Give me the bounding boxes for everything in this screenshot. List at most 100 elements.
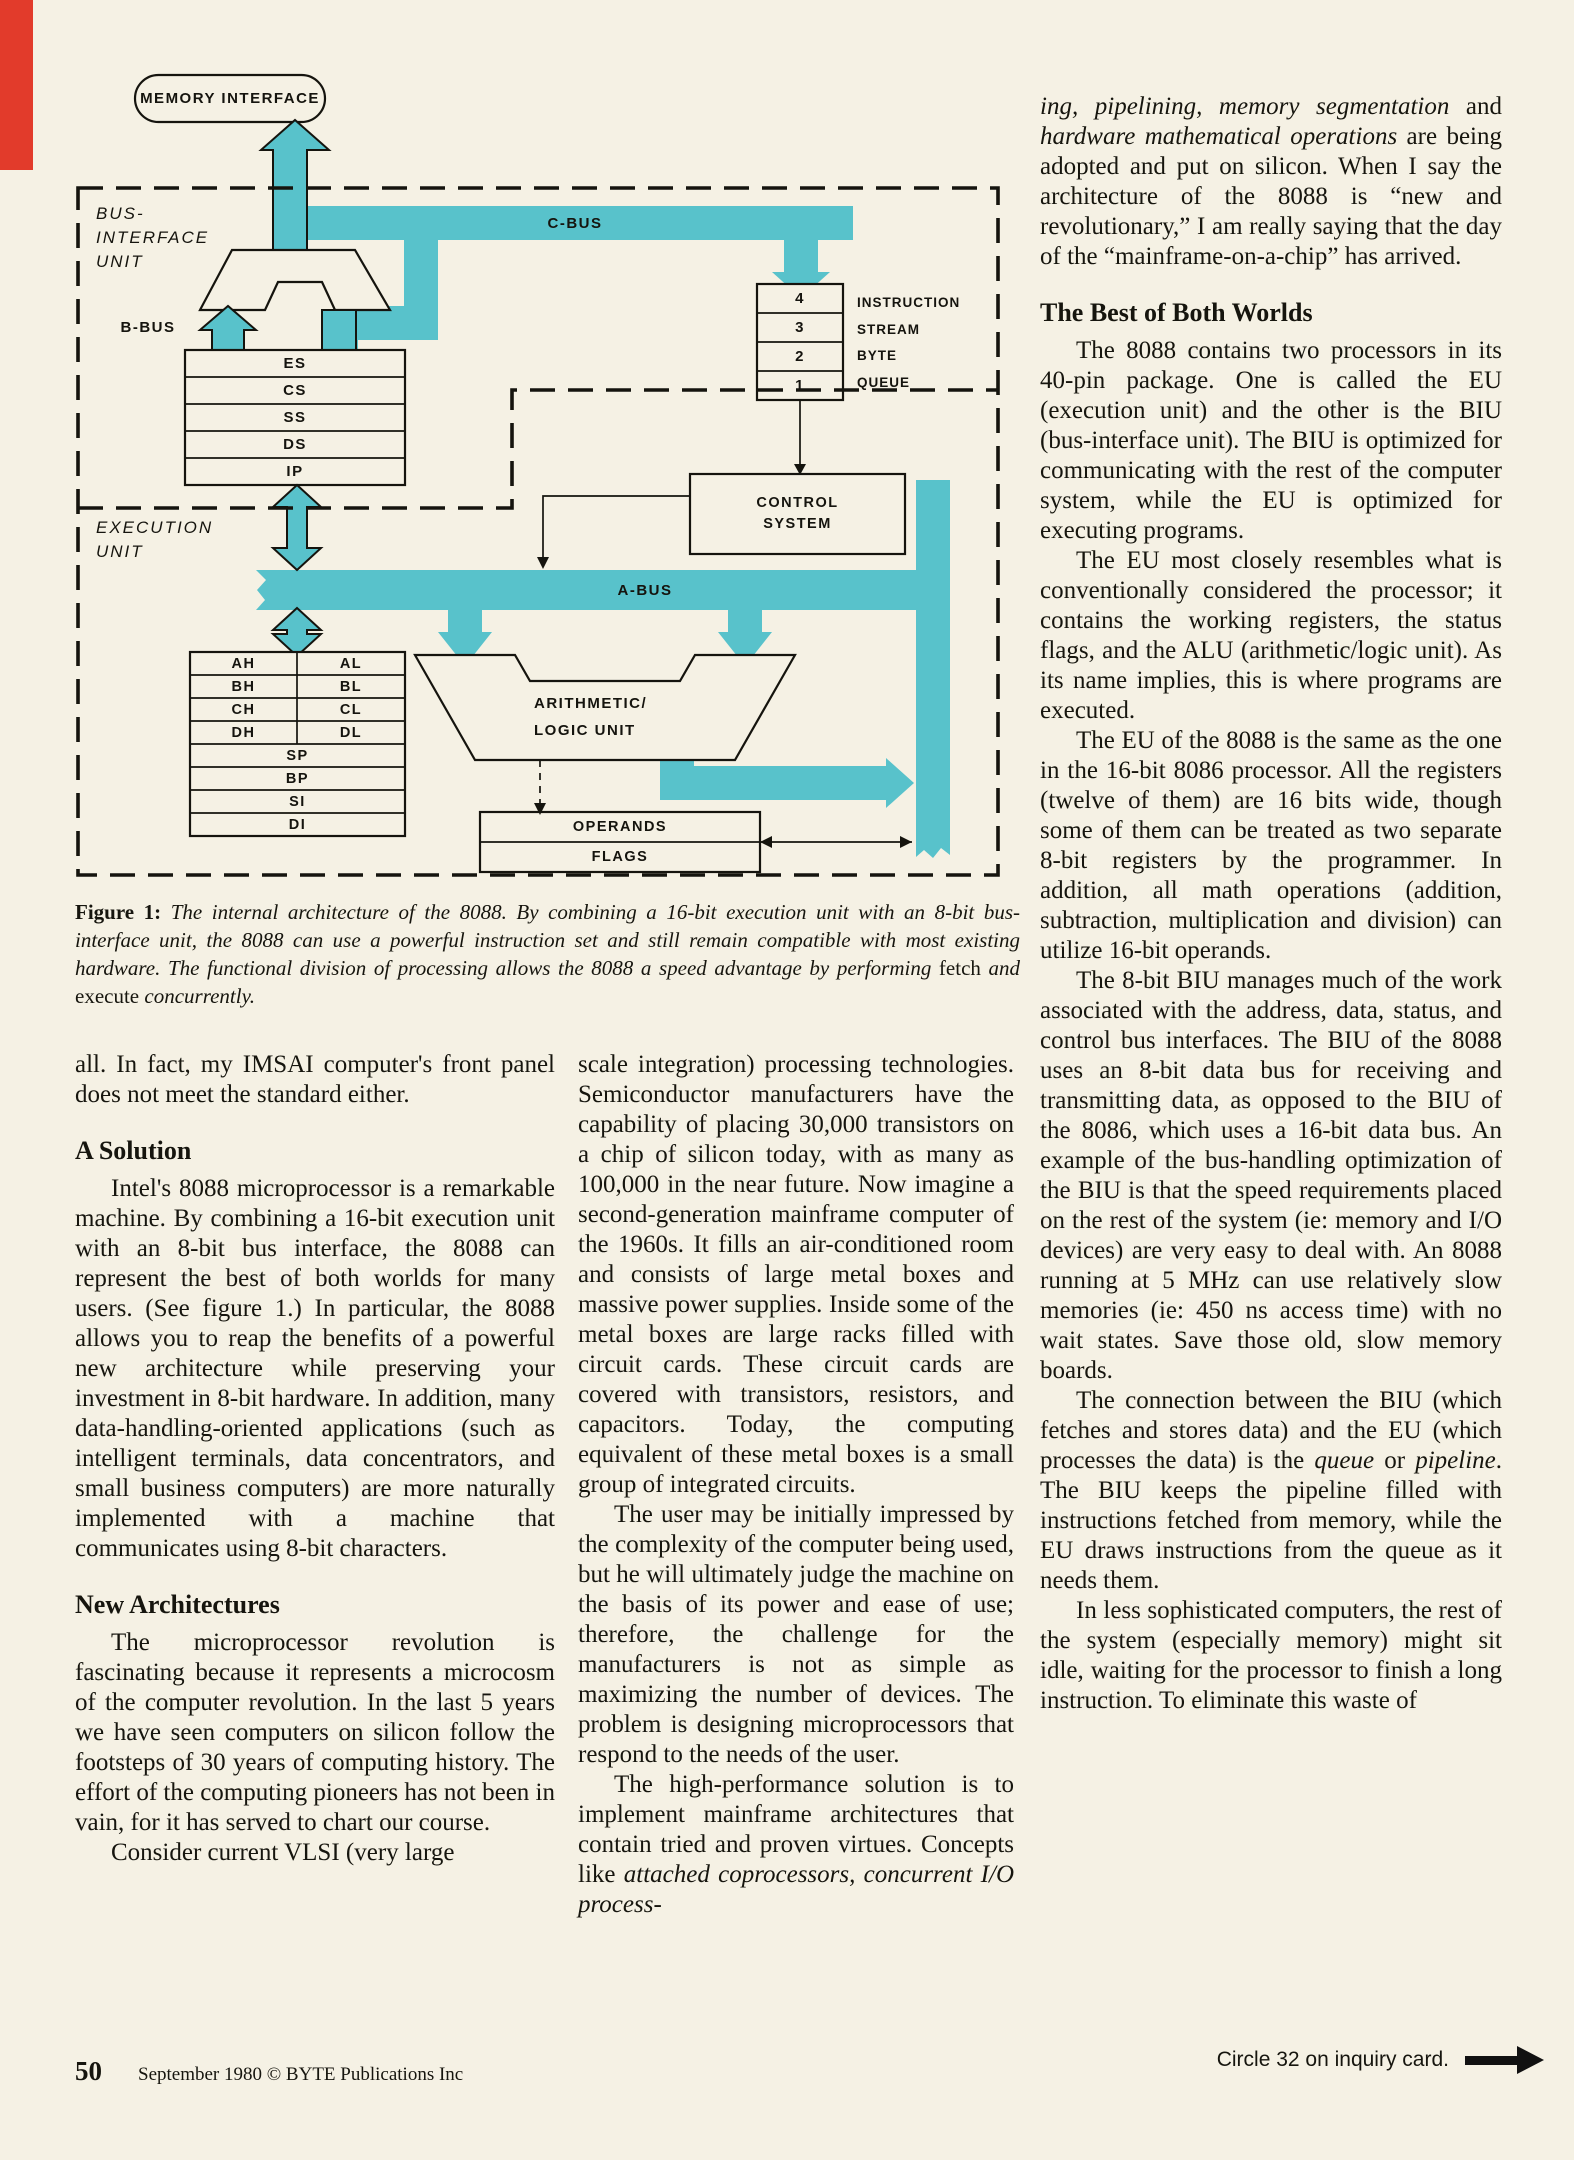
queue-slot: 3	[795, 319, 805, 336]
operands-band-arrow	[760, 836, 912, 848]
text-run: or	[1374, 1447, 1416, 1474]
body-paragraph: In less sophisticated computers, the res…	[1040, 1596, 1502, 1716]
body-paragraph: Intel's 8088 microprocessor is a remarka…	[75, 1174, 555, 1564]
eu-unit-label: EXECUTION UNIT	[96, 516, 296, 564]
issue-credit: September 1980 © BYTE Publications Inc	[138, 2064, 464, 2085]
alu-label-line: LOGIC UNIT	[534, 722, 636, 739]
section-heading: A Solution	[75, 1136, 555, 1166]
flags-label: FLAGS	[591, 849, 649, 865]
memory-interface-box	[133, 73, 327, 124]
eu-register-wide: SI	[289, 793, 306, 810]
biu-label-line: BUS-	[96, 204, 145, 223]
text-run: all. In fact, my IMSAI computer's front …	[75, 1051, 555, 1108]
text-run: are being adopted and put on silicon. Wh…	[1040, 123, 1502, 270]
memory-interface-label: MEMORY INTERFACE	[140, 90, 320, 107]
body-paragraph: scale integration) processing technologi…	[578, 1050, 1014, 1500]
eu-biu-return-band	[916, 480, 950, 858]
section-heading: New Architectures	[75, 1590, 555, 1620]
text-run: . The BIU keeps the pipeline filled with…	[1040, 1447, 1502, 1594]
segment-register: CS	[283, 382, 307, 399]
text-run: and	[980, 956, 1020, 980]
text-column-left: all. In fact, my IMSAI computer's front …	[75, 1050, 555, 1868]
alu-to-operands-arrow	[534, 760, 546, 815]
eu-register-cell: CL	[339, 701, 363, 718]
eu-register-table	[188, 650, 407, 838]
text-run: pipeline	[1415, 1447, 1496, 1474]
queue-side-line: QUEUE	[857, 374, 911, 390]
arrow-shaft	[1465, 2055, 1517, 2065]
b-bus-arrow	[197, 304, 259, 351]
diagram-art	[76, 73, 1000, 877]
control-label-line: CONTROL	[756, 495, 839, 511]
queue-to-control-arrow	[794, 400, 806, 475]
a-bus-band	[256, 570, 950, 610]
eu-register-wide: DI	[288, 816, 307, 833]
section-heading: The Best of Both Worlds	[1040, 298, 1502, 328]
inquiry-card-note: Circle 32 on inquiry card.	[1216, 2048, 1449, 2071]
queue-slot: 2	[795, 348, 805, 365]
biu-label-line: INTERFACE	[96, 228, 210, 247]
alu-shape	[413, 653, 797, 762]
alu-output-band	[660, 758, 914, 808]
segment-register: SS	[283, 409, 307, 426]
control-label-line: SYSTEM	[763, 516, 832, 532]
footer-left: 50 September 1980 © BYTE Publications In…	[75, 2056, 463, 2087]
alu-feed-arrows	[438, 610, 772, 666]
segment-register: DS	[283, 436, 307, 453]
text-run: queue	[1314, 1447, 1375, 1474]
instruction-queue-box	[755, 282, 845, 402]
text-run: Intel's 8088 microprocessor is a remarka…	[75, 1175, 555, 1562]
body-paragraph: The user may be initially impressed by t…	[578, 1500, 1014, 1770]
address-adder	[198, 248, 392, 312]
figure-1-diagram: MEMORY INTERFACE BUS- INTERFACE UNIT EXE…	[60, 60, 1010, 890]
eu-register-cell: BL	[339, 678, 363, 695]
body-paragraph: The microprocessor revolution is fascina…	[75, 1628, 555, 1838]
queue-slot: 4	[795, 290, 805, 307]
body-paragraph: The EU of the 8088 is the same as the on…	[1040, 726, 1502, 966]
eu-register-cell: BH	[231, 678, 256, 695]
queue-side-line: BYTE	[857, 348, 898, 363]
text-column-right: ing, pipelining, memory segmentation and…	[1040, 92, 1502, 1716]
text-run: The connection between the BIU (which fe…	[1040, 1387, 1502, 1474]
text-run: The EU of the 8088 is the same as the on…	[1040, 727, 1502, 964]
alu-label: ARITHMETIC/ LOGIC UNIT	[534, 690, 764, 744]
text-run: New Architectures	[75, 1590, 280, 1619]
body-paragraph: The EU most closely resembles what is co…	[1040, 546, 1502, 726]
text-run: In less sophisticated computers, the res…	[1040, 1597, 1502, 1714]
text-run: Consider current VLSI (very large	[111, 1839, 455, 1866]
queue-side-label: INSTRUCTION STREAM BYTE QUEUE	[857, 290, 1007, 396]
segment-register-stack	[183, 348, 407, 487]
text-run: The 8088 contains two processors in its …	[1040, 337, 1502, 544]
segment-register: IP	[286, 463, 304, 480]
c-bus-band	[273, 206, 853, 240]
text-run: The 8-bit BIU manages much of the work a…	[1040, 967, 1502, 1384]
segment-register: ES	[283, 355, 307, 372]
text-run: attached coprocessors, concurrent I/O pr…	[578, 1861, 1014, 1918]
c-bus-label: C-BUS	[547, 214, 603, 232]
alu-label-line: ARITHMETIC/	[534, 695, 648, 712]
queue-side-line: STREAM	[857, 321, 920, 337]
control-system-box	[688, 472, 907, 556]
text-run: The Best of Both Worlds	[1040, 298, 1313, 327]
body-paragraph: The connection between the BIU (which fe…	[1040, 1386, 1502, 1596]
biu-label-line: UNIT	[96, 252, 144, 271]
footer-right: Circle 32 on inquiry card.	[1040, 2046, 1544, 2074]
body-paragraph: ing, pipelining, memory segmentation and…	[1040, 92, 1502, 272]
memory-interface-arrow	[258, 118, 332, 251]
body-paragraph: The high-performance solution is to impl…	[578, 1770, 1014, 1920]
page-edge-red-strip	[0, 0, 33, 170]
text-run: The microprocessor revolution is fascina…	[75, 1629, 555, 1836]
queue-side-line: INSTRUCTION	[857, 295, 961, 310]
text-run: hardware mathematical operations	[1040, 123, 1398, 150]
biu-eu-dashed-border	[76, 186, 1000, 877]
page-number: 50	[75, 2056, 102, 2086]
text-run: execute	[75, 984, 140, 1008]
eu-register-wide: BP	[285, 770, 310, 787]
eu-register-wide: SP	[286, 747, 309, 764]
text-run: concurrently.	[139, 984, 255, 1008]
queue-slot: 1	[795, 377, 805, 394]
b-bus-label: B-BUS	[120, 318, 176, 336]
text-run: The user may be initially impressed by t…	[578, 1501, 1014, 1768]
text-run: and	[1449, 93, 1502, 120]
